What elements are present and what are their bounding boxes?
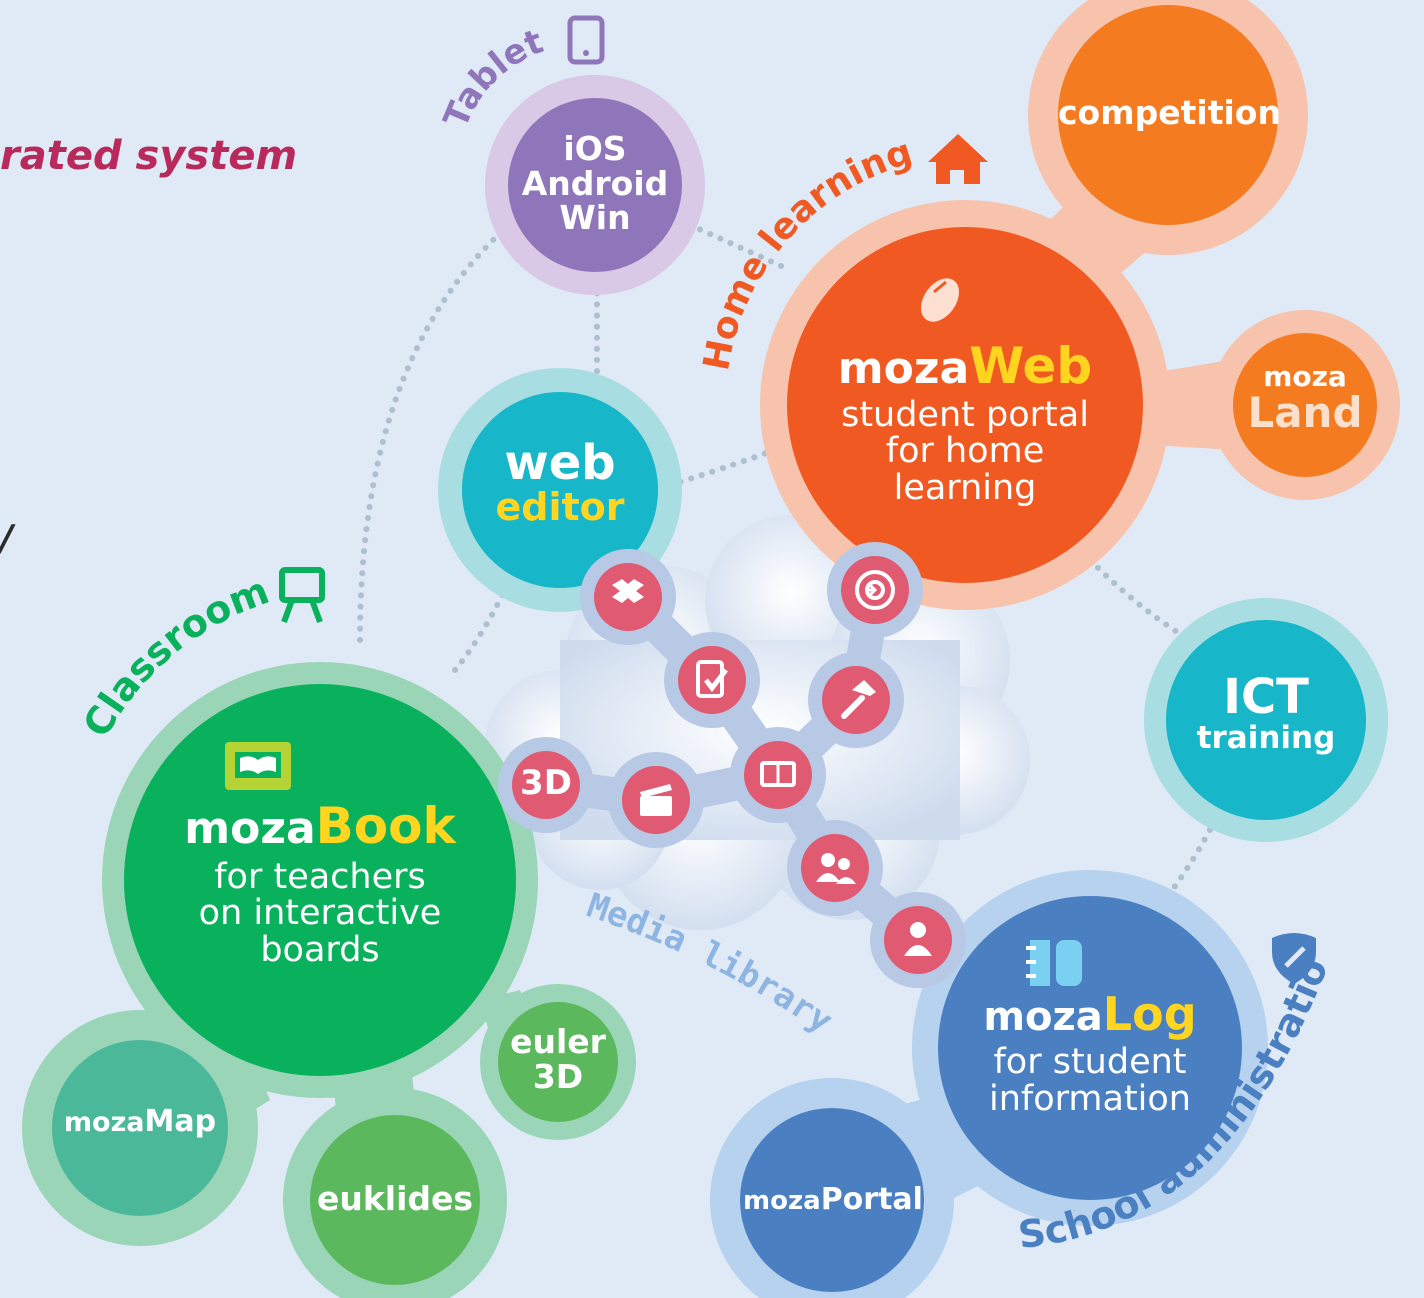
ict-training-label: ICT training <box>1196 669 1336 757</box>
mozaportal-circle <box>740 1108 924 1292</box>
group-icon <box>787 820 883 916</box>
euler3d-label: euler 3D <box>510 1022 606 1096</box>
tagline: rated system <box>0 133 298 179</box>
tablet-icon <box>567 15 605 65</box>
clapperboard-icon <box>608 752 704 848</box>
mozamap-label: mozaMap <box>63 1104 217 1139</box>
book-logo-icon <box>225 742 291 790</box>
log-logo-icon <box>1026 940 1082 986</box>
3d-icon <box>498 737 594 833</box>
dropbox-icon <box>580 549 676 645</box>
house-icon <box>928 134 988 184</box>
partial-glyph: / <box>0 518 14 559</box>
mozalog-label: mozaLog for student information <box>983 987 1197 1120</box>
euklides-label: euklides <box>316 1179 474 1218</box>
shield-icon <box>1272 933 1316 984</box>
mozaland-label: moza Land <box>1247 360 1363 438</box>
ict-training-node <box>1144 598 1388 842</box>
tablet-node <box>485 75 705 295</box>
mouse-icon <box>920 278 960 322</box>
hammer-icon <box>808 652 904 748</box>
mozabook-label: mozaBook for teachers on interactive boa… <box>184 797 456 970</box>
competition-label: competition <box>1058 93 1281 132</box>
euler3d-circle <box>498 1002 618 1122</box>
mozaland-circle <box>1233 333 1377 477</box>
target-arrow-icon <box>827 542 923 638</box>
euklides-circle <box>310 1115 480 1285</box>
tablet-os-label: iOS Android Win <box>521 129 669 238</box>
mozalog-circle <box>938 896 1242 1200</box>
tablet-check-icon <box>664 632 760 728</box>
mozaweb-label: mozaWeb student portal for home learning <box>837 337 1093 508</box>
competition-circle <box>1058 5 1278 225</box>
mozamap-circle <box>52 1040 228 1216</box>
mozabook-circle <box>124 684 516 1076</box>
teacher-icon <box>870 892 966 988</box>
mozaportal-label: mozaPortal <box>743 1182 923 1217</box>
book-icon <box>730 727 826 823</box>
mozaweb-circle <box>787 227 1143 583</box>
web-editor-label: web editor <box>495 435 625 530</box>
easel-icon <box>279 567 325 624</box>
media-3d-label: 3D <box>520 763 572 803</box>
